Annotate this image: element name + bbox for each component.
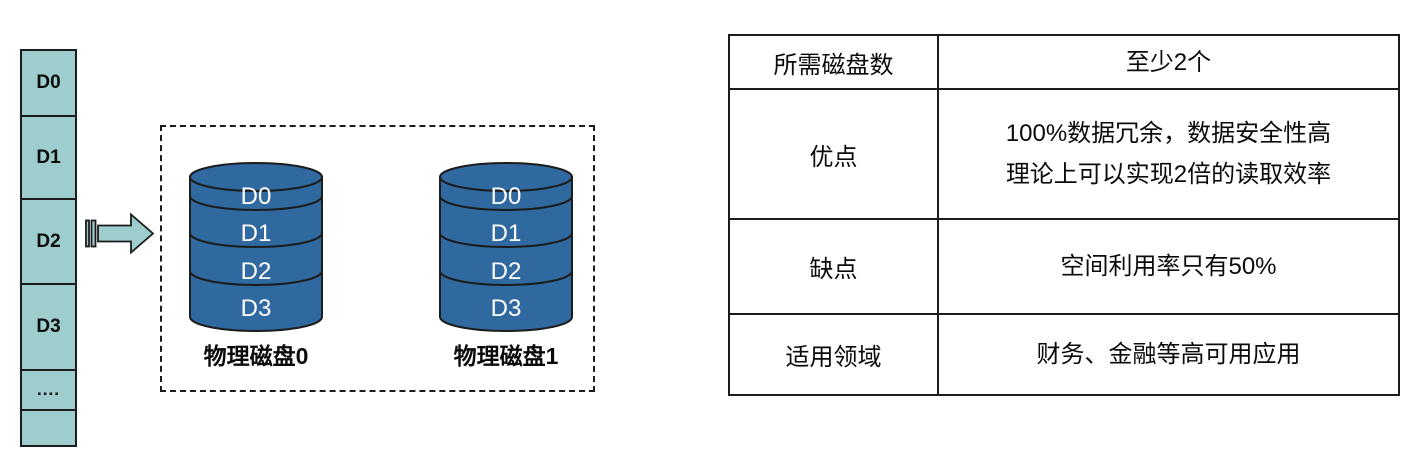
- row-label-cell: 优点: [728, 88, 939, 220]
- disk-segment-label: D0: [241, 183, 272, 210]
- stack-cell-d1: D1: [22, 117, 75, 200]
- row-value-cell: 财务、金融等高可用应用: [937, 313, 1400, 396]
- row-value-line: 财务、金融等高可用应用: [1036, 341, 1301, 368]
- physical-disk-0-label: 物理磁盘0: [203, 343, 309, 369]
- row-label-cell: 缺点: [728, 218, 939, 315]
- disk-segment-label: D1: [241, 220, 272, 247]
- stack-cell-ellipsis: ....: [22, 371, 75, 411]
- disk-segment-label: D0: [491, 183, 522, 210]
- logical-data-stack: D0 D1 D2 D3 ....: [20, 49, 77, 447]
- block-arrow-right-icon: [97, 212, 155, 255]
- arrow-tail-bar-icon: [85, 219, 90, 248]
- disk-cylinder-icon: D0 D1 D2 D3: [439, 162, 573, 332]
- arrow-tail-bar-icon: [90, 219, 97, 248]
- row-value-line: 空间利用率只有50%: [1060, 253, 1277, 280]
- row-value-cell: 100%数据冗余，数据安全性高 理论上可以实现2倍的读取效率: [937, 88, 1400, 220]
- table-row-disks-required: 所需磁盘数 至少2个: [728, 34, 1400, 90]
- row-label-cell: 所需磁盘数: [728, 34, 939, 90]
- row-value-cell: 空间利用率只有50%: [937, 218, 1400, 315]
- row-value-cell: 至少2个: [937, 34, 1400, 90]
- stack-cell-d0: D0: [22, 51, 75, 117]
- physical-disk-1-label: 物理磁盘1: [453, 343, 559, 369]
- row-value-line: 100%数据冗余，数据安全性高: [1005, 120, 1332, 147]
- flow-arrow-icon: [85, 212, 155, 255]
- stack-cell-d2: D2: [22, 200, 75, 285]
- row-value-line: 理论上可以实现2倍的读取效率: [1005, 161, 1332, 188]
- mirror-group-box: D0 D1 D2 D3 物理磁盘0 D0 D1 D2 D3 物理磁盘1: [160, 125, 595, 392]
- row-value-line: 至少2个: [1125, 48, 1212, 76]
- disk-segment-label: D1: [491, 220, 522, 247]
- disk-cylinder-icon: D0 D1 D2 D3: [189, 162, 323, 332]
- disk-segment-label: D2: [491, 258, 522, 285]
- disk-segment-label: D3: [241, 295, 272, 322]
- disk-segment-label: D3: [491, 295, 522, 322]
- disk-segment-label: D2: [241, 258, 272, 285]
- stack-cell-d3: D3: [22, 285, 75, 371]
- table-row-use-cases: 适用领域 财务、金融等高可用应用: [728, 313, 1400, 396]
- raid1-info-table: 所需磁盘数 至少2个 优点 100%数据冗余，数据安全性高 理论上可以实现2倍的…: [728, 34, 1400, 396]
- row-label-cell: 适用领域: [728, 313, 939, 396]
- table-row-advantages: 优点 100%数据冗余，数据安全性高 理论上可以实现2倍的读取效率: [728, 88, 1400, 220]
- stack-cell-empty: [22, 411, 75, 445]
- table-row-disadvantages: 缺点 空间利用率只有50%: [728, 218, 1400, 315]
